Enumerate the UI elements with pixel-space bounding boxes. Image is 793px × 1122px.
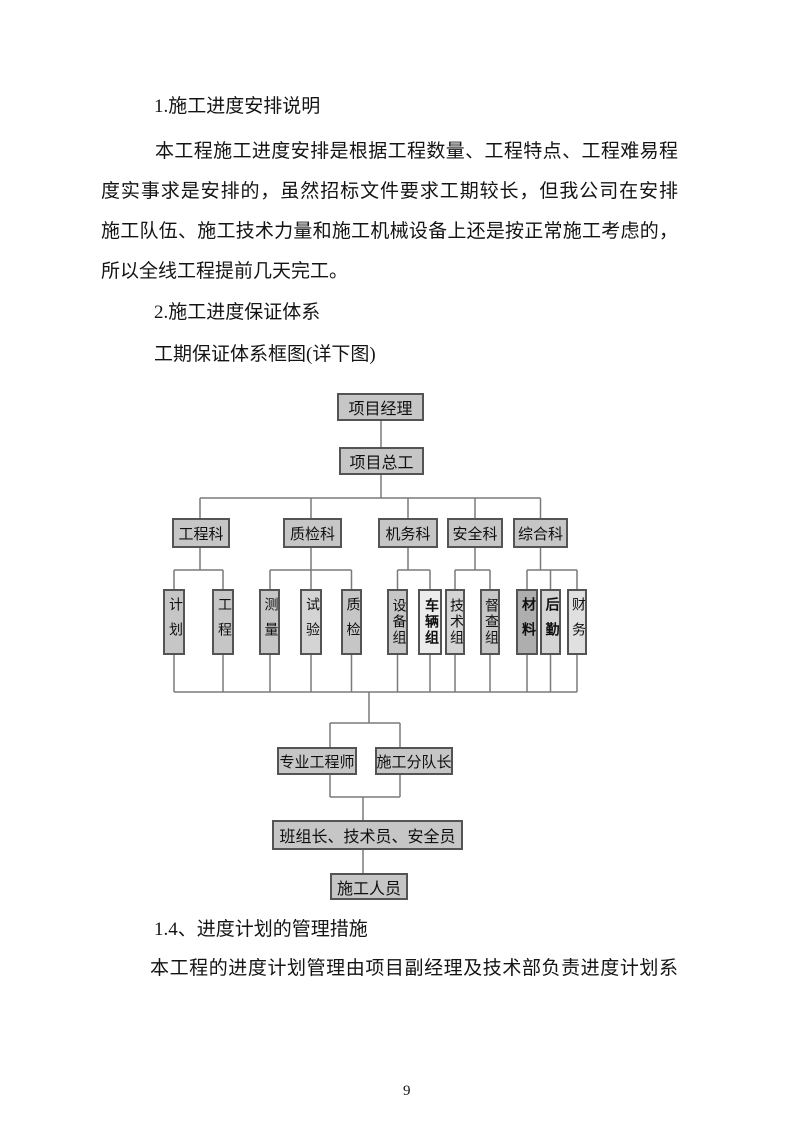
section-1-heading: 1.施工进度安排说明	[154, 96, 321, 117]
org-box-project-manager: 项目经理	[337, 393, 424, 421]
org-box-team-testing: 试验	[300, 589, 322, 655]
paragraph-1-line-3: 施工队伍、施工技术力量和施工机械设备上还是按正常施工考虑的，	[101, 221, 678, 242]
org-box-team-vehicles: 车辆组	[418, 589, 442, 655]
org-box-construction-squad-leader: 施工分队长	[375, 747, 453, 775]
paragraph-1-line-1: 本工程施工进度安排是根据工程数量、工程特点、工程难易程	[155, 141, 678, 162]
org-box-dept-machinery: 机务科	[378, 518, 438, 548]
org-box-team-survey: 测量	[259, 589, 280, 655]
page-number: 9	[403, 1083, 411, 1099]
org-box-team-logistics: 后勤	[540, 589, 561, 655]
paragraph-2-line-1: 本工程的进度计划管理由项目副经理及技术部负责进度计划系	[150, 958, 678, 979]
paragraph-1-line-4: 所以全线工程提前几天完工。	[101, 261, 349, 282]
org-box-team-technical: 技术组	[445, 589, 465, 655]
org-box-dept-safety: 安全科	[447, 518, 503, 548]
org-box-dept-engineering: 工程科	[172, 518, 230, 548]
org-box-team-materials: 材料	[516, 589, 538, 655]
org-box-team-equipment: 设备组	[387, 589, 408, 655]
section-3-heading: 1.4、进度计划的管理措施	[154, 919, 368, 940]
org-box-professional-engineer: 专业工程师	[277, 747, 357, 775]
org-box-team-quality-check: 质检	[341, 589, 362, 655]
org-box-team-engineering: 工程	[212, 589, 234, 655]
section-2-subheading: 工期保证体系框图(详下图)	[154, 344, 376, 365]
paragraph-1-line-2: 度实事求是安排的，虽然招标文件要求工期较长，但我公司在安排	[101, 181, 678, 202]
org-box-dept-general: 综合科	[513, 518, 568, 548]
org-box-crew-leaders: 班组长、技术员、安全员	[272, 820, 463, 850]
org-box-dept-quality: 质检科	[283, 518, 342, 548]
section-2-heading: 2.施工进度保证体系	[154, 302, 321, 323]
org-box-team-planning: 计划	[163, 589, 185, 655]
org-box-team-finance: 财务	[567, 589, 587, 655]
org-box-chief-engineer: 项目总工	[339, 447, 424, 475]
org-box-construction-workers: 施工人员	[330, 873, 408, 900]
org-box-team-inspection: 督查组	[480, 589, 500, 655]
